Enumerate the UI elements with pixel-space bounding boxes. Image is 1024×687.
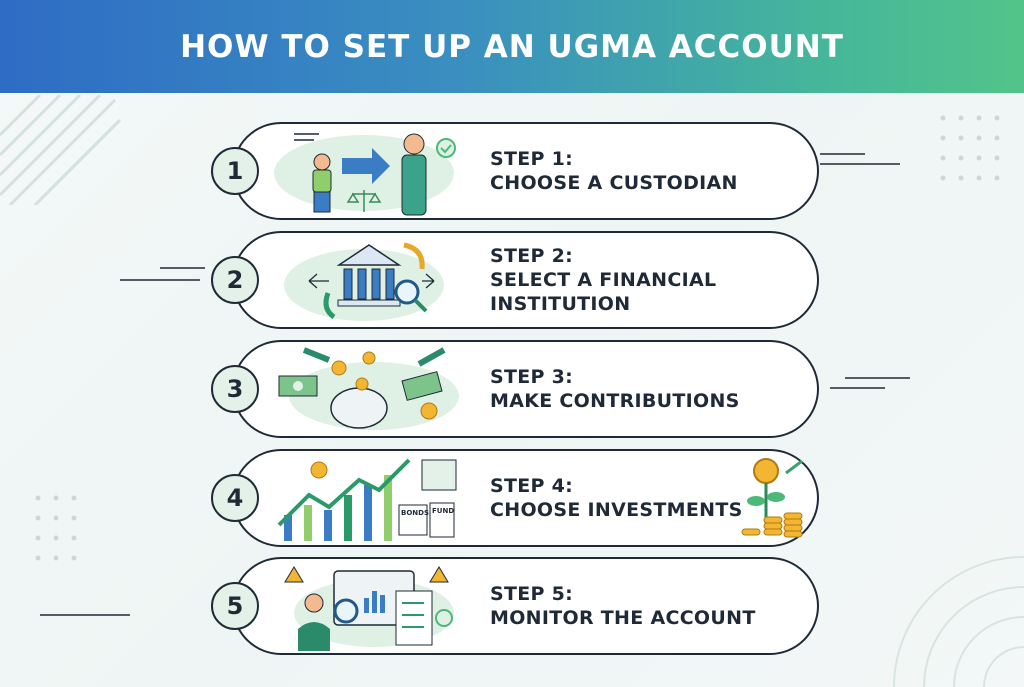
step-text: STEP 2: SELECT A FINANCIAL INSTITUTION — [490, 233, 716, 327]
step-label: STEP 2: — [490, 245, 574, 267]
step-number-badge: 3 — [211, 365, 259, 413]
step-text: STEP 5: MONITOR THE ACCOUNT — [490, 559, 756, 653]
step-card-3: STEP 3: MAKE CONTRIBUTIONS — [232, 340, 819, 438]
step-number-badge: 1 — [211, 147, 259, 195]
step-text: STEP 3: MAKE CONTRIBUTIONS — [490, 342, 740, 436]
step-label: STEP 5: — [490, 583, 574, 605]
fund-label: FUND — [432, 507, 454, 515]
line-decoration — [830, 377, 910, 389]
dot-grid-decoration-left — [35, 495, 77, 561]
step-text: STEP 4: CHOOSE INVESTMENTS — [490, 451, 743, 545]
step-number-badge: 5 — [211, 582, 259, 630]
step-number-badge: 2 — [211, 256, 259, 304]
step-card-5: STEP 5: MONITOR THE ACCOUNT — [232, 557, 819, 655]
step-title-line: INSTITUTION — [490, 293, 631, 315]
step-title-line: SELECT A FINANCIAL — [490, 269, 717, 291]
step-number-badge: 4 — [211, 474, 259, 522]
diagonal-lines-decoration — [0, 95, 122, 205]
dot-grid-decoration — [940, 115, 1000, 181]
custodian-illustration — [274, 133, 456, 216]
step-text: STEP 1: CHOOSE A CUSTODIAN — [490, 124, 738, 218]
bank-illustration — [284, 242, 444, 321]
contributions-illustration — [278, 347, 459, 430]
page-title: HOW TO SET UP AN UGMA ACCOUNT — [180, 28, 844, 65]
step-label: STEP 4: — [490, 475, 574, 497]
line-decoration — [40, 614, 130, 616]
step-card-1: STEP 1: CHOOSE A CUSTODIAN — [232, 122, 819, 220]
step-title: CHOOSE INVESTMENTS — [490, 499, 743, 521]
step-card-2: STEP 2: SELECT A FINANCIAL INSTITUTION — [232, 231, 819, 329]
monitor-illustration — [284, 566, 454, 651]
investments-illustration: BONDS FUND — [277, 458, 457, 541]
step-label: STEP 1: — [490, 148, 574, 170]
concentric-arcs-decoration — [893, 556, 1024, 687]
header-banner: HOW TO SET UP AN UGMA ACCOUNT — [0, 0, 1024, 93]
step-title: MONITOR THE ACCOUNT — [490, 607, 756, 629]
line-decoration — [820, 153, 900, 165]
bonds-label: BONDS — [401, 509, 429, 517]
step-title: MAKE CONTRIBUTIONS — [490, 390, 740, 412]
coin-plant-icon — [741, 458, 803, 538]
step-label: STEP 3: — [490, 366, 574, 388]
step-title: CHOOSE A CUSTODIAN — [490, 172, 738, 194]
step-card-4: BONDS FUND STEP 4: CHOOSE INVESTMENTS — [232, 449, 819, 547]
line-decoration — [120, 267, 205, 281]
